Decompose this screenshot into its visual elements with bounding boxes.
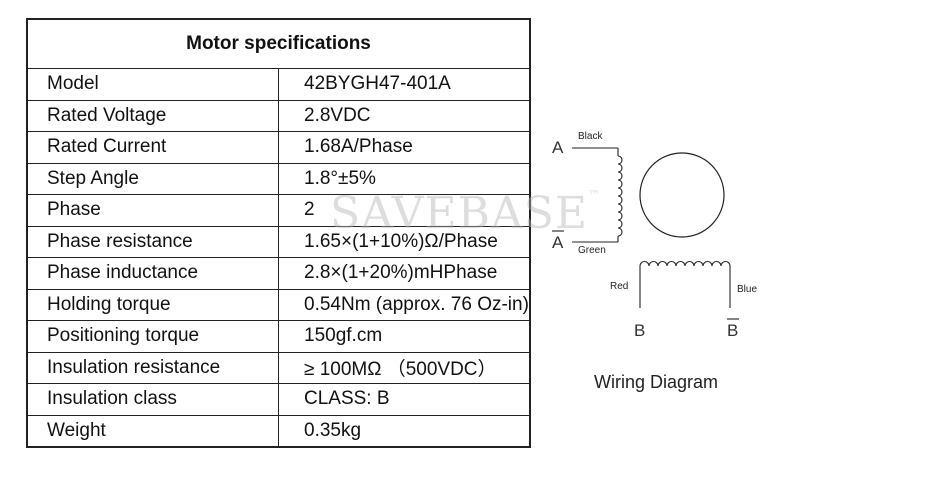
table-row: Insulation resistance≥ 100MΩ （500VDC） (26, 351, 531, 384)
wiring-diagram: A A Black Green Red Blue B B Wiring Diag… (540, 118, 800, 418)
row-label: Model (26, 68, 279, 101)
terminal-a-label: A (552, 138, 564, 157)
row-value: 2.8×(1+20%)mHPhase (278, 257, 531, 290)
phase-b-coil (639, 260, 731, 267)
rotor-circle (639, 152, 725, 238)
row-value: CLASS: B (278, 383, 531, 416)
row-label: Insulation class (26, 383, 279, 416)
wire-red-label: Red (610, 281, 628, 292)
terminal-b-label: B (634, 321, 645, 340)
row-value: 42BYGH47-401A (278, 68, 531, 101)
row-value: 150gf.cm (278, 320, 531, 353)
row-label: Phase resistance (26, 225, 279, 258)
row-label: Phase (26, 194, 279, 227)
row-value: 1.68A/Phase (278, 131, 531, 164)
wiring-caption: Wiring Diagram (594, 372, 719, 392)
wiring-schematic: A A Black Green Red Blue B B (552, 131, 757, 340)
wire-green-label: Green (578, 245, 606, 256)
row-value: 2.8VDC (278, 99, 531, 132)
row-label: Phase inductance (26, 257, 279, 290)
wire-black-label: Black (578, 131, 603, 142)
row-label: Weight (26, 414, 279, 448)
row-value: 0.35kg (278, 414, 531, 448)
wire-blue-label: Blue (737, 284, 757, 295)
phase-b-winding (639, 260, 731, 308)
row-label: Rated Current (26, 131, 279, 164)
row-value: 1.65×(1+10%)Ω/Phase (278, 225, 531, 258)
row-label: Step Angle (26, 162, 279, 195)
row-label: Insulation resistance (26, 351, 279, 384)
row-value: 0.54Nm (approx. 76 Oz-in) (278, 288, 531, 321)
row-value: 2 (278, 194, 531, 227)
row-value: ≥ 100MΩ （500VDC） (278, 351, 531, 384)
phase-a-coil (617, 155, 623, 237)
row-label: Holding torque (26, 288, 279, 321)
row-label: Rated Voltage (26, 99, 279, 132)
terminal-b-bar-label: B (727, 321, 738, 340)
row-label: Positioning torque (26, 320, 279, 353)
row-value: 1.8°±5% (278, 162, 531, 195)
phase-a-winding (572, 147, 623, 243)
table-title: Motor specifications (26, 18, 531, 69)
terminal-a-bar-label: A (552, 233, 564, 252)
